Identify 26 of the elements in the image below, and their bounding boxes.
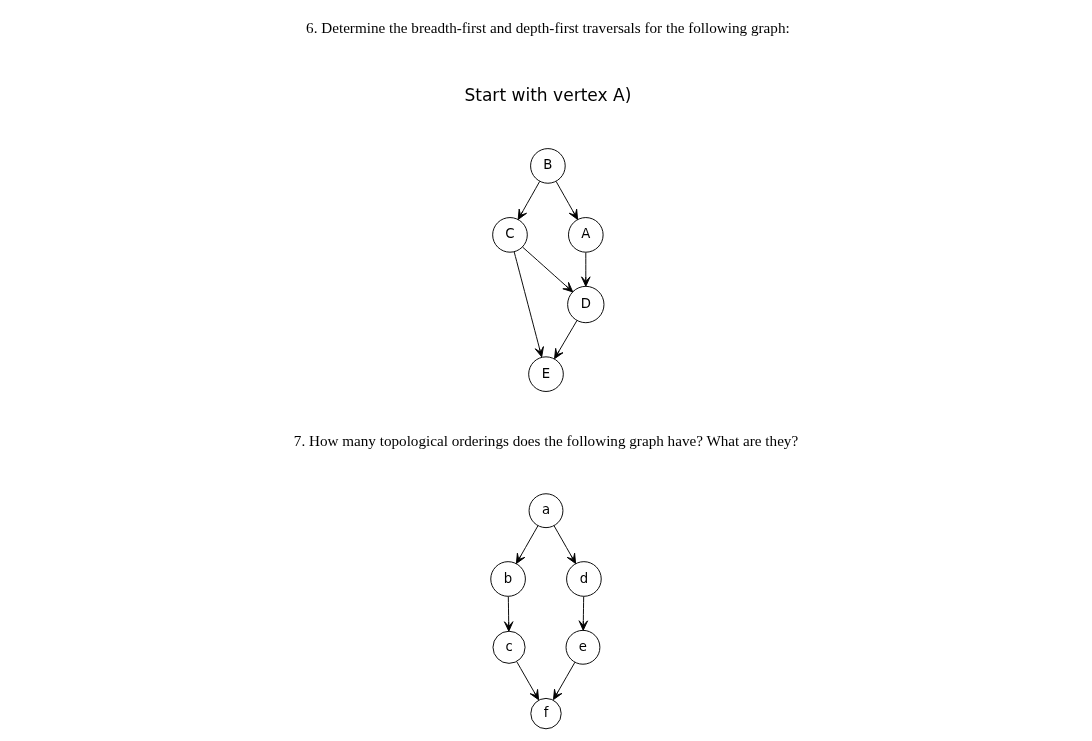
node-circle: B [530,148,566,184]
node-circle: e [565,629,601,665]
arrow [553,525,577,564]
node-circle: f [530,697,562,730]
arrow [553,661,576,701]
node-circle: d [566,561,602,597]
label: 6. Determine the breadth-first and depth-first traversals for the following graph: [306,18,790,36]
arrow [581,252,591,287]
arrow [555,180,579,220]
node-circle: C [492,217,528,253]
node-circle: c [492,630,526,664]
label: Start with vertex A) [464,85,632,106]
arrow [516,661,540,701]
node-circle: D [567,285,605,324]
arrow [515,525,539,564]
arrow [522,246,574,293]
label: 7. How many topological orderings does the following graph have? What are they? [293,432,799,450]
node-circle: a [528,493,564,529]
arrow [517,180,541,220]
arrow [554,320,578,360]
arrow [513,251,544,358]
node-circle: b [490,561,526,597]
node-circle: A [568,217,604,253]
node-circle: E [528,356,564,392]
arrow [503,596,514,632]
arrow [578,596,589,631]
